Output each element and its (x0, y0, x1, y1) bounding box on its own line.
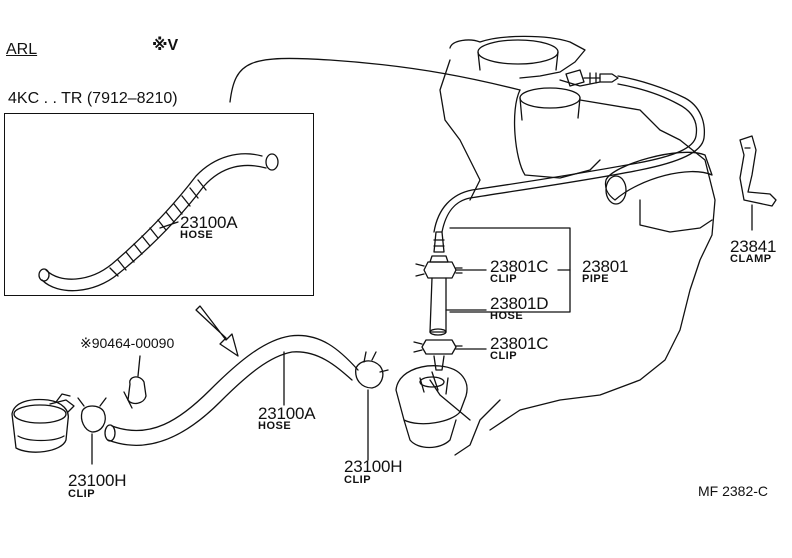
part-name-23801c-top: CLIP (490, 273, 518, 285)
part-number-90464: ※90464-00090 (80, 335, 175, 351)
part-number-23100a: 23100A (258, 404, 316, 423)
part-name-23801d: HOSE (490, 310, 524, 322)
part-name-23801: PIPE (582, 273, 610, 285)
part-name-23841: CLAMP (730, 253, 772, 265)
part-name-23100a: HOSE (258, 420, 292, 432)
clamp-23841-drawing (739, 135, 777, 231)
clip-23100h-left-drawing (77, 397, 107, 465)
variant-label-v: ※V (152, 37, 179, 54)
diagram-code: MF 2382-C (698, 483, 769, 499)
part-number-23801: 23801 (582, 257, 629, 276)
part-name-23801c-bottom: CLIP (490, 350, 518, 362)
clip-90464-drawing (123, 355, 147, 409)
part-number-23801d: 23801D (490, 294, 549, 313)
clip-23801c-bottom-drawing (413, 339, 463, 371)
part-number-23841: 23841 (730, 237, 777, 256)
clip-23801c-top-drawing (415, 255, 463, 279)
pipe-fitting-drawing (565, 69, 619, 87)
part-number-23100h-mid: 23100H (344, 457, 403, 476)
clip-23100h-mid-drawing (355, 351, 389, 461)
leader-line-top (229, 57, 521, 103)
pipe-23801-drawing (433, 75, 706, 253)
hose-23100a-drawing (104, 334, 359, 446)
part-name-23100h-left: CLIP (68, 488, 96, 500)
canister-drawing (395, 365, 468, 449)
model-range-label: 4KC . . TR (7912–8210) (8, 90, 178, 107)
hose-23100a-inset-drawing (38, 153, 279, 292)
inset-frame (4, 113, 314, 296)
part-number-23100a-inset: 23100A (180, 213, 238, 232)
engine-outline-drawing (429, 35, 716, 456)
variant-label-arl: ARL (6, 41, 38, 58)
air-cleaner-drawing (11, 393, 75, 453)
part-number-23801c-top: 23801C (490, 257, 549, 276)
part-number-23100h-left: 23100H (68, 471, 127, 490)
inset-arrow-icon (195, 305, 239, 357)
part-name-23100a-inset: HOSE (180, 229, 214, 241)
hose-23801d-drawing (429, 277, 447, 336)
part-number-23801c-bottom: 23801C (490, 334, 549, 353)
part-name-23100h-mid: CLIP (344, 474, 372, 486)
